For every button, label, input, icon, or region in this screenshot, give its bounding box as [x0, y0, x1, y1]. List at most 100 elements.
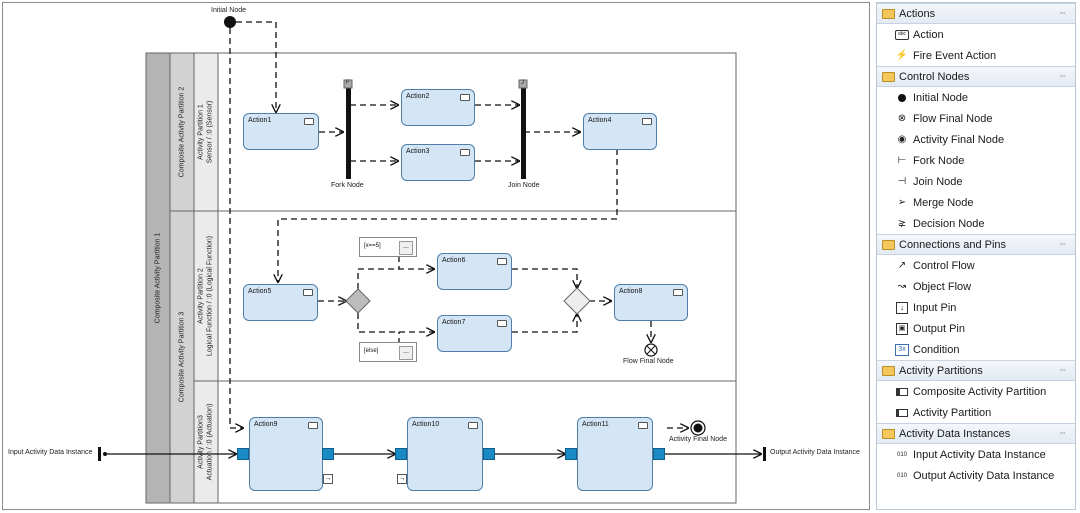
flow-final-label: Flow Final Node [623, 358, 674, 365]
palette-item-activity-partition[interactable]: Activity Partition [877, 402, 1075, 423]
palette-item-label: Condition [913, 343, 960, 356]
action-3[interactable]: Action3 [401, 144, 475, 181]
category-connections-and-pins[interactable]: Connections and Pins ⇔ [877, 234, 1075, 255]
collapse-icon[interactable]: ⇔ [1058, 7, 1067, 17]
action-10[interactable]: Action10 [407, 417, 483, 491]
action-8-label: Action8 [619, 288, 643, 295]
decision-node[interactable] [345, 288, 371, 314]
palette-item-object-flow[interactable]: ↝Object Flow [877, 276, 1075, 297]
action-6[interactable]: Action6 [437, 253, 512, 290]
fork-node[interactable] [346, 86, 351, 179]
palette-item-fork-node[interactable]: ⊢ Fork Node [877, 150, 1075, 171]
palette-item-label: Fork Node [913, 154, 965, 167]
fork-marker: F [346, 80, 350, 86]
activity-final-icon: ◉ [897, 134, 907, 145]
output-pin[interactable] [322, 448, 334, 460]
category-control-nodes[interactable]: Control Nodes ⇔ [877, 66, 1075, 87]
palette-item-action[interactable]: abc Action [877, 24, 1075, 45]
input-pin-arrow-icon[interactable]: → [397, 474, 407, 484]
palette-item-label: Merge Node [913, 196, 974, 209]
category-connections-label: Connections and Pins [899, 238, 1007, 251]
output-pin[interactable] [483, 448, 495, 460]
flow-final-node[interactable] [644, 343, 658, 357]
flow-final-icon: ⊗ [897, 113, 907, 124]
initial-node-icon [895, 91, 909, 105]
output-instance-bar[interactable] [763, 447, 766, 461]
object-flow-icon: ↝ [897, 281, 907, 292]
palette-item-label: Input Activity Data Instance [913, 448, 1046, 461]
fork-node-icon: ⊢ [897, 155, 907, 166]
input-instance-bar[interactable] [98, 447, 101, 461]
action-9[interactable]: Action9 [249, 417, 323, 491]
action-icon [304, 118, 314, 125]
palette-item-label: Activity Partition [913, 406, 992, 419]
condition-else[interactable]: [else]... [359, 342, 417, 362]
action-4[interactable]: Action4 [583, 113, 657, 150]
output-pin-arrow-icon[interactable]: → [323, 474, 333, 484]
action-5[interactable]: Action5 [243, 284, 318, 321]
output-pin[interactable] [653, 448, 665, 460]
output-pin-icon: ▣ [895, 322, 909, 336]
palette-item-control-flow[interactable]: ↗Control Flow [877, 255, 1075, 276]
collapse-icon[interactable]: ⇔ [1058, 364, 1067, 374]
action-icon [497, 320, 507, 327]
action-11[interactable]: Action11 [577, 417, 653, 491]
palette-item-decision-node[interactable]: ⪈Decision Node [877, 213, 1075, 234]
palette-item-merge-node[interactable]: ➢ Merge Node [877, 192, 1075, 213]
action-icon [460, 94, 470, 101]
input-pin[interactable] [237, 448, 249, 460]
input-pin[interactable] [565, 448, 577, 460]
palette-item-join-node[interactable]: ⊣Join Node [877, 171, 1075, 192]
category-control-nodes-label: Control Nodes [899, 70, 970, 83]
input-data-instance-icon: 010 [896, 451, 907, 458]
palette-item-flow-final-node[interactable]: ⊗Flow Final Node [877, 108, 1075, 129]
merge-node-icon: ➢ [897, 197, 907, 208]
partition-1-subtitle: Sensor / :0 (Sensor) [206, 100, 214, 164]
fire-event-icon: ⚡ [895, 50, 909, 61]
category-activity-data-instances[interactable]: Activity Data Instances⇔ [877, 423, 1075, 444]
palette-item-label: Input Pin [913, 301, 957, 314]
collapse-icon[interactable]: ⇔ [1058, 238, 1067, 248]
palette-item-label: Action [913, 28, 944, 41]
output-data-instance-icon: 010 [896, 472, 907, 479]
palette-item-condition[interactable]: 3x Condition [877, 339, 1075, 360]
action-icon [460, 149, 470, 156]
palette-item-input-activity-data-instance[interactable]: 010 Input Activity Data Instance [877, 444, 1075, 465]
folder-icon [882, 365, 895, 376]
input-pin[interactable] [395, 448, 407, 460]
diagram-canvas[interactable]: Composite Activity Partition 1 Composite… [2, 2, 870, 510]
action-8[interactable]: Action8 [614, 284, 688, 321]
collapse-icon[interactable]: ⇔ [1058, 427, 1067, 437]
action-7[interactable]: Action7 [437, 315, 512, 352]
action-icon: abc [895, 28, 909, 42]
partition-3-subtitle: Actuation / :0 (Actuation) [206, 403, 214, 481]
action-icon [638, 422, 648, 429]
join-marker: J [521, 80, 524, 86]
palette-item-input-pin[interactable]: ↓Input Pin [877, 297, 1075, 318]
merge-node[interactable] [563, 287, 591, 315]
palette-item-output-pin[interactable]: ▣Output Pin [877, 318, 1075, 339]
palette-item-label: Activity Final Node [913, 133, 1005, 146]
output-instance-label: Output Activity Data Instance [770, 449, 860, 456]
join-node[interactable] [521, 86, 526, 179]
palette-item-fire-event-action[interactable]: ⚡Fire Event Action [877, 45, 1075, 66]
category-actions[interactable]: Actions⇔ [877, 3, 1075, 24]
initial-node[interactable] [224, 16, 236, 28]
category-partitions-label: Activity Partitions [899, 364, 983, 377]
collapse-icon[interactable]: ⇔ [1058, 70, 1067, 80]
action-icon [673, 289, 683, 296]
palette-item-activity-final-node[interactable]: ◉ Activity Final Node [877, 129, 1075, 150]
condition-x-equals-5[interactable]: [x==5]... [359, 237, 417, 257]
control-flow-icon: ↗ [897, 260, 907, 271]
activity-final-node[interactable] [690, 420, 706, 436]
category-activity-partitions[interactable]: Activity Partitions ⇔ [877, 360, 1075, 381]
condition-2-edit-button[interactable]: ... [399, 346, 413, 360]
condition-icon-text: 3x [895, 343, 909, 356]
action-7-label: Action7 [442, 319, 466, 326]
palette-item-composite-activity-partition[interactable]: Composite Activity Partition [877, 381, 1075, 402]
action-2[interactable]: Action2 [401, 89, 475, 126]
condition-1-edit-button[interactable]: ... [399, 241, 413, 255]
palette-item-initial-node[interactable]: Initial Node [877, 87, 1075, 108]
action-1[interactable]: Action1 [243, 113, 319, 150]
